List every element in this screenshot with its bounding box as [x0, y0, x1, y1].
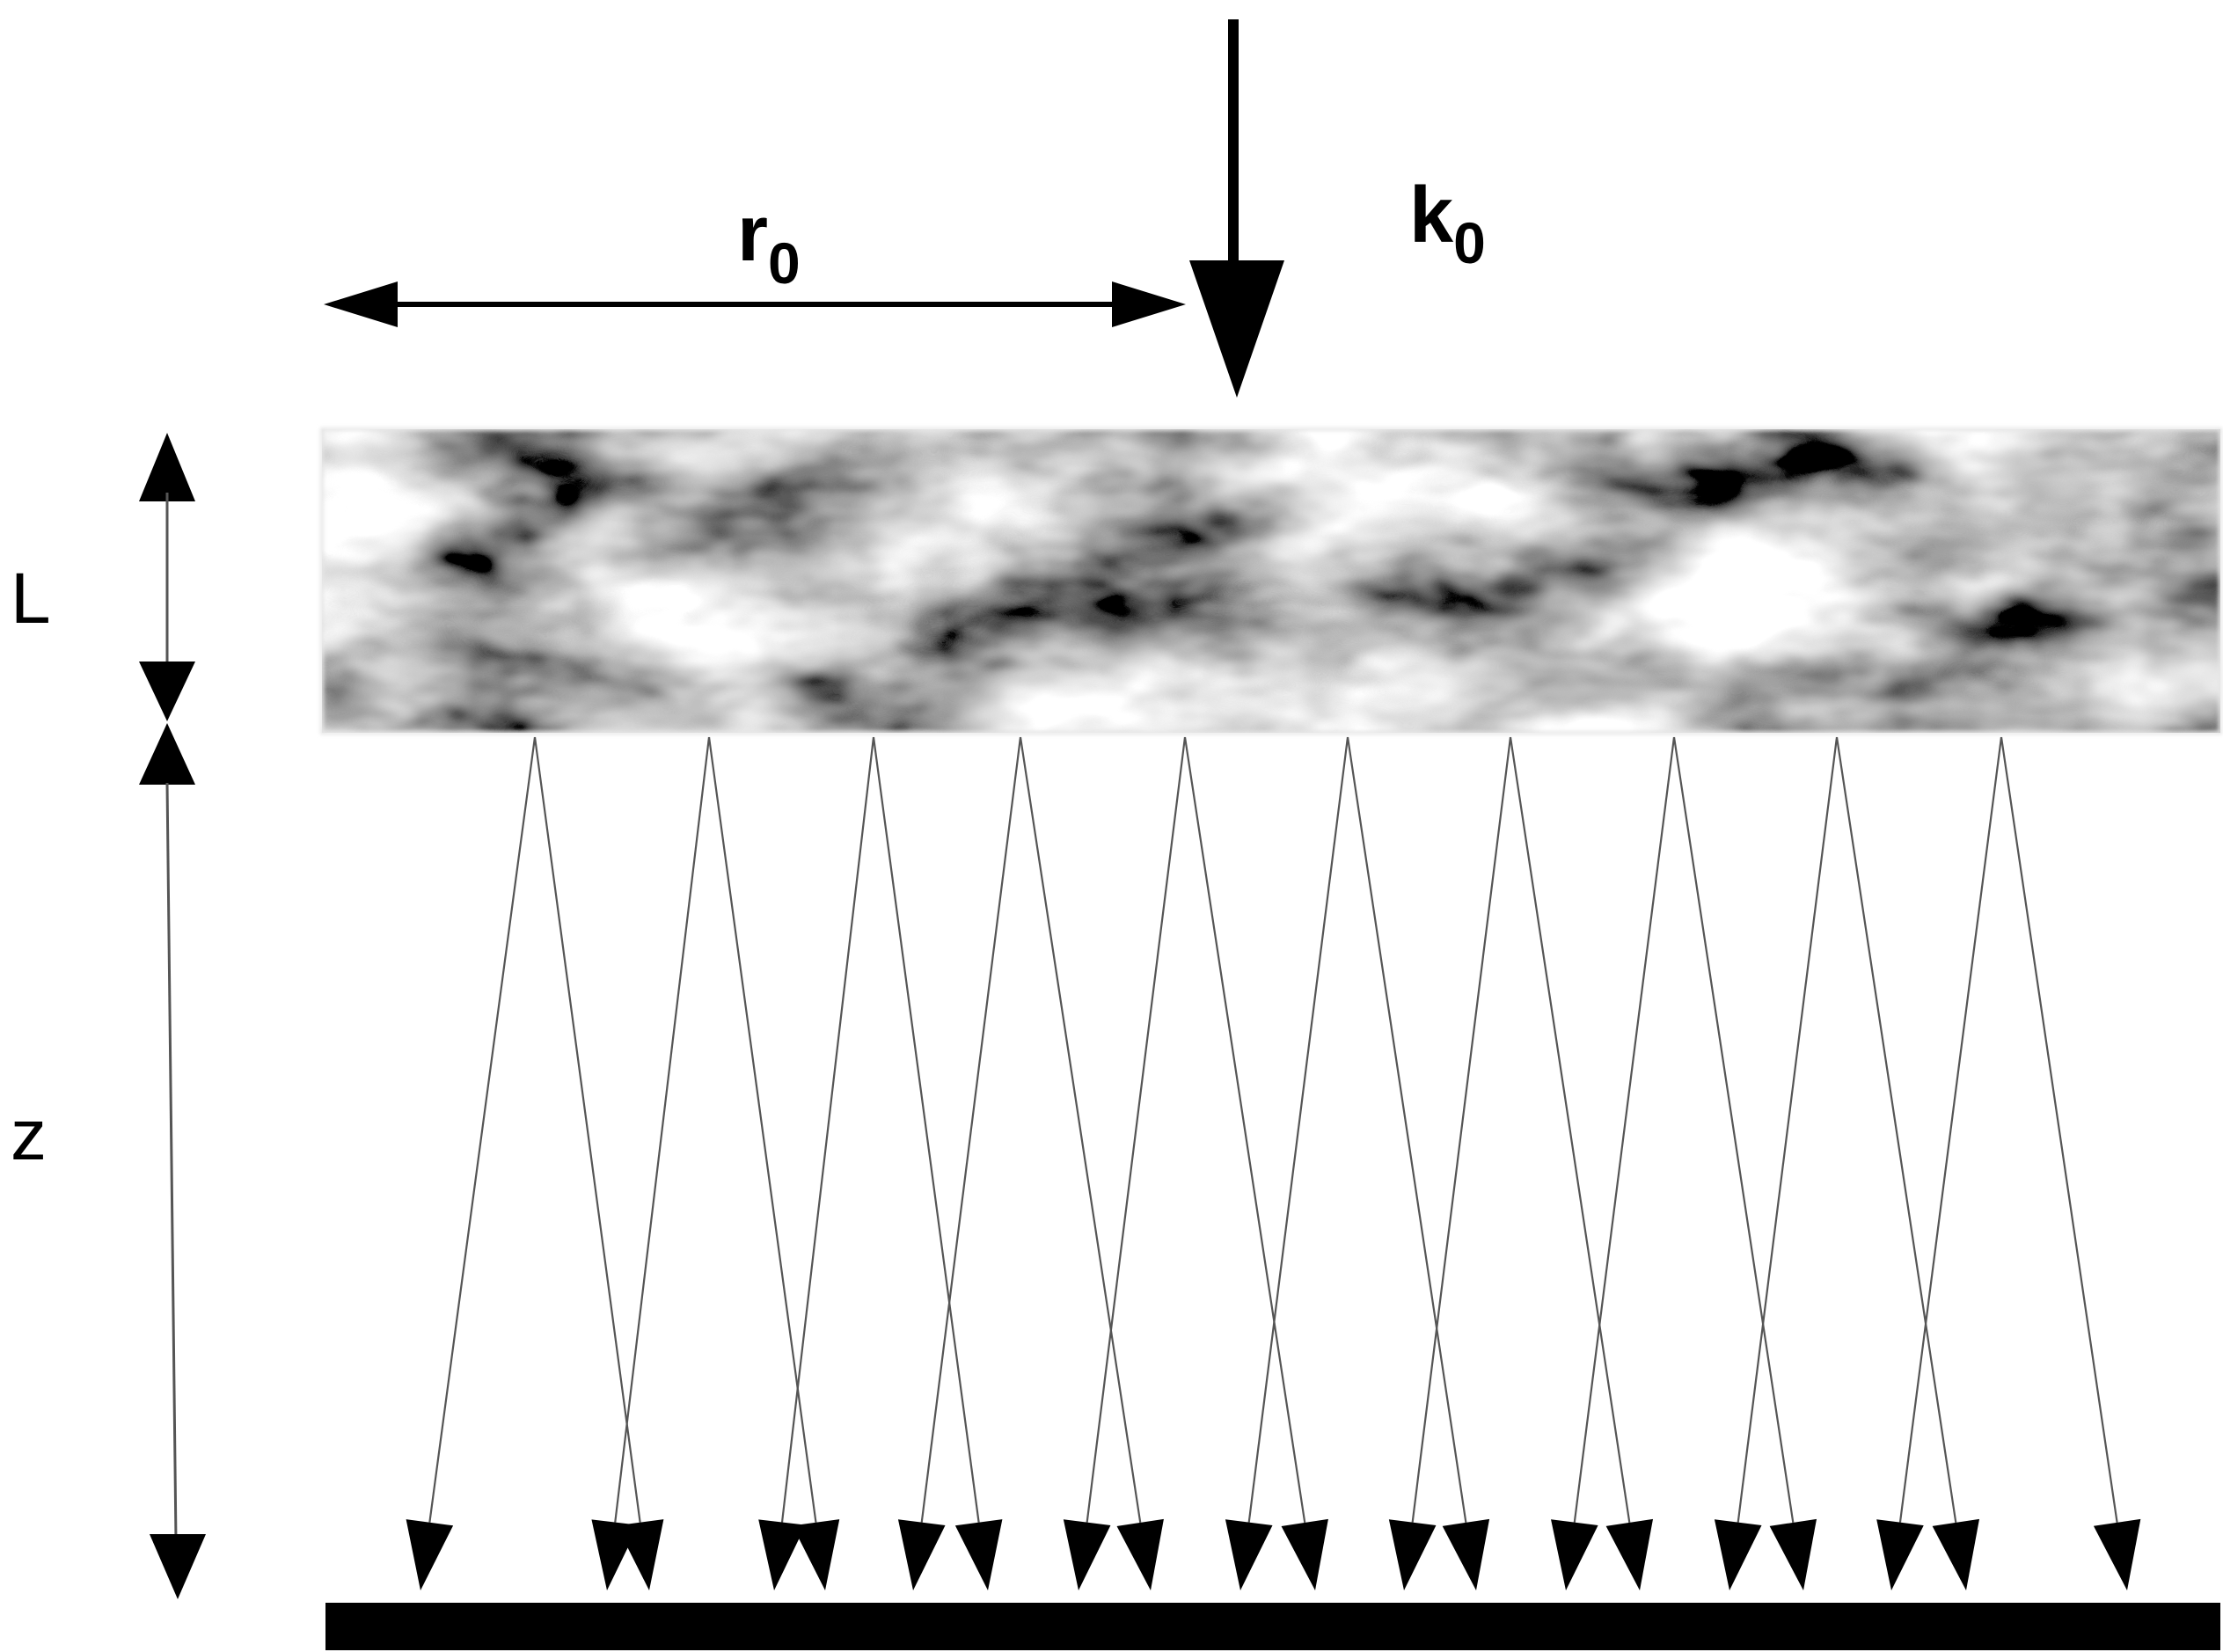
ray-arrowhead	[1442, 1518, 1490, 1590]
ray-arrowhead	[1769, 1518, 1817, 1590]
ray-line	[428, 736, 537, 1523]
ray-line	[1573, 736, 1676, 1523]
ray-line	[1019, 736, 1142, 1524]
ray-line	[1346, 736, 1467, 1524]
ray-line	[1509, 736, 1631, 1524]
ray-line	[1898, 736, 2003, 1523]
propagation-distance-dimension	[139, 723, 206, 1599]
ray-line	[920, 736, 1022, 1523]
ray-arrowhead	[591, 1519, 640, 1590]
ray-arrowhead	[897, 1519, 946, 1590]
random-medium-slab	[320, 428, 2222, 735]
ray-line	[2000, 736, 2118, 1523]
ray-line	[533, 736, 641, 1523]
ray-arrowhead	[1605, 1518, 1654, 1590]
incident-wave-arrow	[1189, 19, 1284, 398]
ray-line	[780, 736, 875, 1523]
scattered-rays	[406, 736, 2141, 1590]
wavevector-label: k0	[1409, 172, 1486, 275]
ray-line	[1672, 736, 1795, 1524]
ray-arrowhead	[406, 1519, 454, 1590]
ray-line	[1183, 736, 1306, 1524]
ray-line	[707, 736, 817, 1523]
ray-arrowhead	[1932, 1518, 1980, 1590]
thickness-dimension	[139, 433, 195, 721]
ray-arrowhead	[1225, 1519, 1273, 1590]
propagation-distance-label: z	[11, 1095, 47, 1175]
ray-arrowhead	[1116, 1518, 1164, 1590]
thickness-label: L	[11, 559, 51, 639]
ray-arrowhead	[1551, 1519, 1598, 1590]
ray-line	[1247, 736, 1349, 1523]
ray-arrowhead	[954, 1519, 1003, 1590]
ray-arrowhead	[1281, 1518, 1328, 1590]
ray-line	[1086, 736, 1187, 1523]
ray-arrowhead	[792, 1519, 840, 1590]
ray-arrowhead	[1388, 1519, 1437, 1590]
ray-line	[1835, 736, 1957, 1524]
ray-arrowhead	[2093, 1518, 2141, 1590]
ray-line	[1411, 736, 1512, 1523]
correlation-length-arrow	[324, 281, 1186, 327]
ray-arrowhead	[1063, 1519, 1111, 1590]
correlation-length-label: r0	[737, 190, 801, 296]
ray-arrowhead	[1876, 1519, 1924, 1590]
ray-arrowhead	[758, 1519, 806, 1590]
ray-line	[614, 736, 711, 1523]
ray-line	[1737, 736, 1839, 1523]
ray-arrowhead	[1714, 1519, 1762, 1590]
ray-line	[872, 736, 980, 1523]
observation-plane	[325, 1603, 2220, 1650]
